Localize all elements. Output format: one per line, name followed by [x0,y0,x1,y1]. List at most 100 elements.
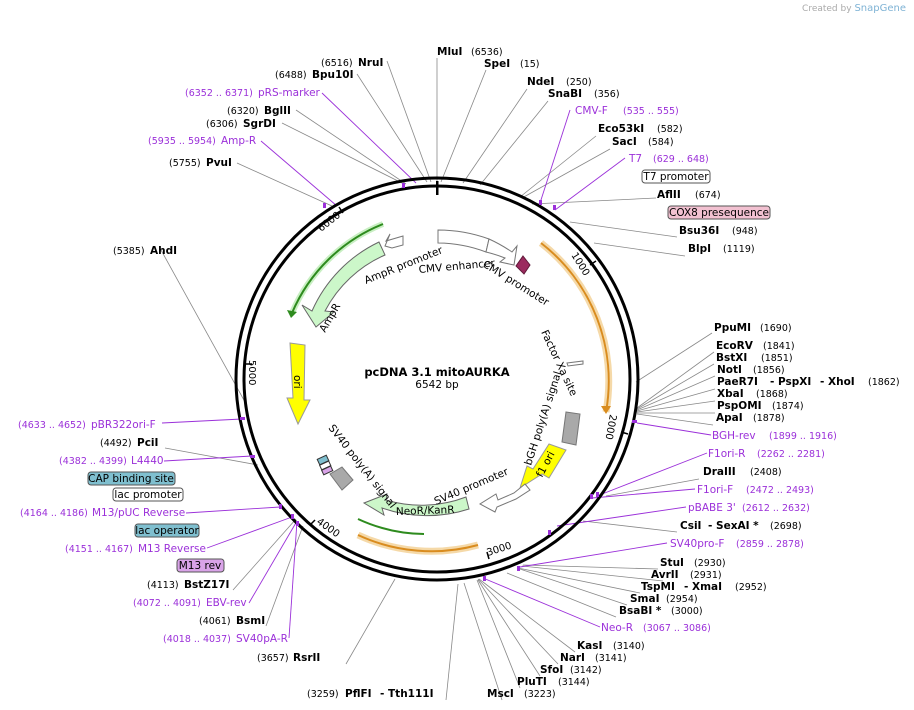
site-xmai-pos: (2952) [735,582,767,593]
plasmid-size: 6542 bp [415,379,459,391]
site-pluti: PluTI [517,676,547,688]
site-rsrii: RsrII [293,652,320,664]
site-ndei: NdeI [527,76,554,88]
site-sfoi-pos: (3142) [570,665,602,676]
m13-rev-box: M13 rev [179,560,222,572]
site-kasi: KasI [577,640,602,652]
site-tspmi: TspMI [641,581,675,593]
primer-markers [240,183,637,581]
site-pcii-pos: (4492) [100,438,132,449]
origin-mark [436,181,439,195]
site-nari: NarI [560,652,585,664]
site-aflii: AflII [657,189,681,201]
primer-ebvrev: EBV-rev [206,597,247,609]
site-bsabi: BsaBI * [619,605,662,617]
site-labels-right: MluI (6536) SpeI (15) NdeI (250) SnaBI (… [437,46,900,700]
cap-binding-box: CAP binding site [88,473,174,485]
credit-prefix: Created by [802,4,852,14]
primer-sv40prof: SV40pro-F [670,538,724,550]
primer-l4440: L4440 [131,455,164,467]
boxed-labels: T7 promoter COX8 presequence CAP binding… [87,169,771,573]
primer-m13reverse: M13 Reverse [138,543,206,555]
site-bglii: BglII [264,105,291,117]
site-bsabi-pos: (3000) [671,606,703,617]
connector-lines [160,58,716,701]
primer-sv40par: SV40pA-R [236,633,288,645]
site-ecorv: EcoRV [716,340,754,352]
site-kasi-pos: (3140) [613,641,645,652]
primer-connectors [161,92,712,639]
site-bstz17i-pos: (4113) [147,580,179,591]
snapgene-credit: Created by SnapGene [802,3,906,14]
site-tth111i: - Tth111I [380,688,434,700]
site-xbai: XbaI [717,388,744,400]
primer-pbabe-pos: (2612 .. 2632) [742,503,810,514]
primer-prs: pRS-marker [258,87,321,99]
primer-pbr322: pBR322ori-F [91,419,156,431]
site-bsu36i: Bsu36I [679,225,719,237]
primer-f1orif-pos: (2472 .. 2493) [746,485,814,496]
tick-5000: 5000 [246,360,257,385]
t7-promoter-box: T7 promoter [642,171,709,183]
site-rsrii-pos: (3657) [257,653,289,664]
site-ahdi-pos: (5385) [113,246,145,257]
lac-promoter-box: lac promoter [114,489,182,501]
site-ahdi: AhdI [150,245,177,257]
site-bsmi-pos: (4061) [199,616,231,627]
site-labels-left: (3259) PflFI - Tth111I (3657) RsrII (406… [100,57,434,700]
primer-cmvf-pos: (535 .. 555) [623,106,679,117]
tick-3000: 3000 [486,541,514,559]
lac-operon-features [316,454,334,476]
primer-bghrev: BGH-rev [712,430,756,442]
f1-ori-arrow [519,443,567,490]
site-csii: CsiI [680,520,701,532]
primer-m13reverse-pos: (4151 .. 4167) [65,544,133,555]
site-smai: SmaI [630,593,660,605]
site-blpi-pos: (1119) [723,244,755,255]
cox8-box: COX8 presequence [669,207,769,219]
cmv-promoter-arrow [485,238,518,266]
site-spei: SpeI [484,58,510,70]
site-pspomi: PspOMI [717,400,762,412]
plasmid-name: pcDNA 3.1 mitoAURKA [364,365,509,379]
site-pluti-pos: (3144) [558,677,590,688]
site-saci-pos: (584) [648,137,674,148]
site-sgrdi: SgrDI [243,118,276,130]
site-ppumi-pos: (1690) [760,323,792,334]
site-xhoi-pos: (1862) [868,377,900,388]
site-xbai-pos: (1868) [756,389,788,400]
primer-f1orir-pos: (2262 .. 2281) [757,449,825,460]
primer-m13puc: M13/pUC Reverse [92,507,185,519]
tick-2000: 2000 [603,413,618,440]
primer-m13puc-pos: (4164 .. 4186) [20,508,88,519]
site-snabi: SnaBI [548,88,582,100]
ampr-arrow [301,241,386,328]
primer-t7-pos: (629 .. 648) [653,154,709,165]
primer-l4440-pos: (4382 .. 4399) [59,456,127,467]
site-draiii-pos: (2408) [750,467,782,478]
primer-f1orir: F1ori-R [708,448,745,460]
primer-f1orif: F1ori-F [697,484,733,496]
site-pflfi-pos: (3259) [307,689,339,700]
site-draiii: DraIII [703,466,736,478]
site-pspxi: - PspXI [770,376,811,388]
site-aflii-pos: (674) [695,190,721,201]
bgh-polya-box [561,411,581,446]
site-eco53ki: Eco53kI [598,123,644,135]
site-bstz17i: BstZ17I [184,579,229,591]
site-bpu10i-pos: (6488) [275,70,307,81]
neo-green-arc [357,518,425,535]
site-xhoi: - XhoI [820,376,855,388]
primer-prs-pos: (6352 .. 6371) [185,88,253,99]
cmv-enhancer-arrow [437,229,490,253]
site-snabi-pos: (356) [594,89,620,100]
site-bsmi: BsmI [236,615,265,627]
site-sexai: - SexAI * [708,520,759,532]
primer-neor-pos: (3067 .. 3086) [643,623,711,634]
site-sgrdi-pos: (6306) [206,119,238,130]
site-stui: StuI [660,557,684,569]
primer-sv40par-pos: (4018 .. 4037) [163,634,231,645]
cox8-arrow [515,255,531,275]
site-smai-pos: (2954) [666,594,698,605]
